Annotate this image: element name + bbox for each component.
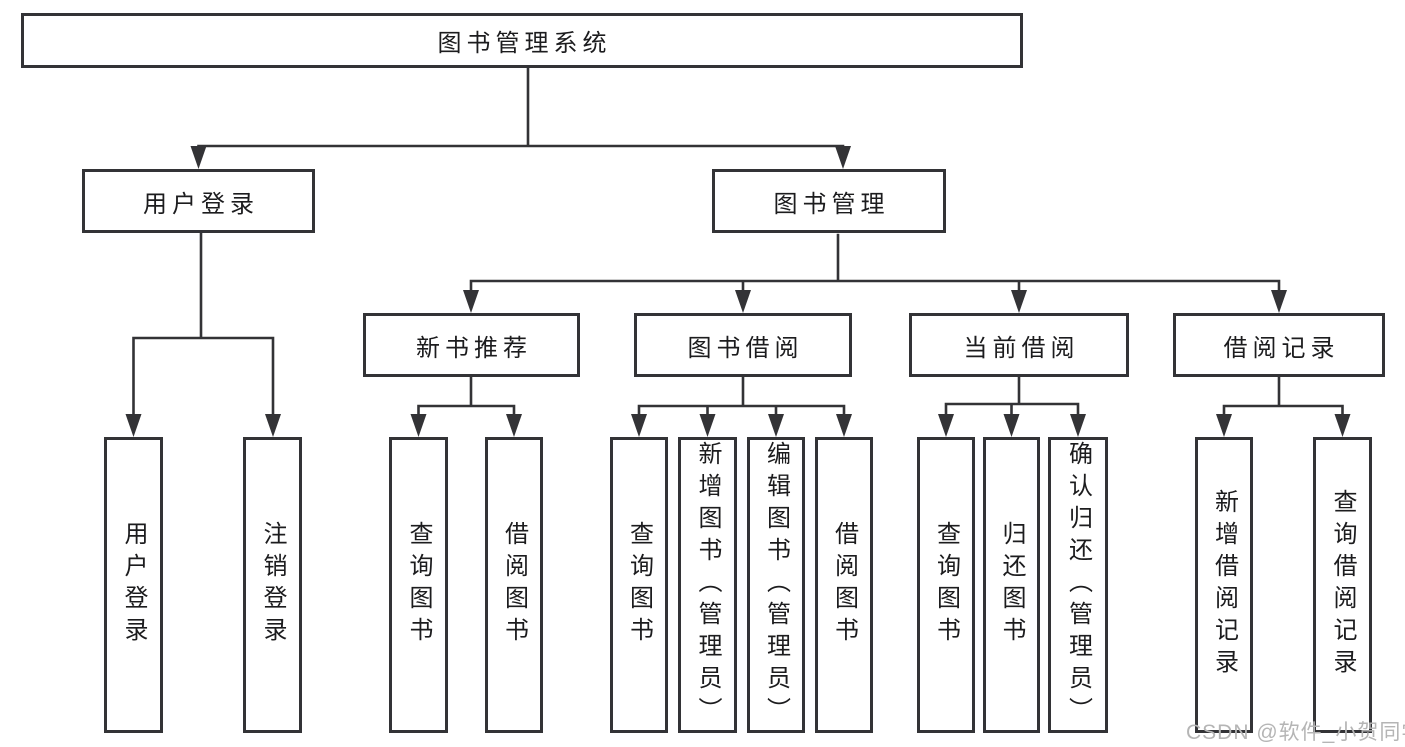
connector-new-book-split (417, 375, 516, 419)
leaf-add-books-admin-label: 新增图书（管理员） (694, 441, 721, 729)
arrow-head (836, 414, 852, 437)
node-borrowing-records: 借阅记录 (1173, 313, 1385, 377)
node-current-borrowing-label: 当前借阅 (963, 334, 1080, 362)
leaf-query-books-recommend-label: 查询图书 (405, 521, 432, 649)
leaf-query-books-borrowing-label: 查询图书 (625, 521, 653, 649)
leaf-confirm-return-admin: 确认归还（管理员） (1048, 437, 1108, 733)
leaf-add-books-admin: 新增图书（管理员） (678, 437, 737, 733)
leaf-query-books-borrowing: 查询图书 (610, 437, 668, 733)
connector-current-borrow-split (944, 375, 1080, 419)
arrow-head (699, 414, 716, 437)
node-book-borrowing-label: 图书借阅 (687, 334, 804, 362)
node-new-book-recommend: 新书推荐 (363, 313, 580, 377)
arrow-head (265, 414, 281, 437)
leaf-borrow-books-recommend-label: 借阅图书 (500, 521, 528, 649)
arrow-head (463, 290, 479, 313)
arrow-head (938, 414, 954, 437)
arrow-head (631, 414, 647, 437)
connector-root-split (197, 66, 845, 148)
arrow-head (1271, 290, 1287, 313)
leaf-user-login: 用户登录 (104, 437, 163, 733)
leaf-query-books-current-label: 查询图书 (932, 521, 960, 649)
arrow-head (1334, 414, 1351, 437)
arrow-head (835, 146, 851, 169)
arrow-head (1216, 414, 1232, 437)
leaf-query-books-recommend: 查询图书 (389, 437, 448, 733)
node-current-borrowing: 当前借阅 (909, 313, 1129, 377)
node-book-management-label: 图书管理 (773, 190, 890, 218)
leaf-add-borrow-record-label: 新增借阅记录 (1210, 489, 1238, 681)
arrow-head (1070, 414, 1086, 437)
connector-book-management-split (469, 233, 1281, 295)
connector-borrow-records-split (1222, 375, 1344, 419)
node-book-management: 图书管理 (712, 169, 946, 233)
leaf-confirm-return-admin-label: 确认归还（管理员） (1064, 441, 1092, 729)
node-user-login-label: 用户登录 (143, 190, 259, 218)
leaf-user-login-label: 用户登录 (120, 521, 147, 649)
node-user-login: 用户登录 (82, 169, 315, 233)
leaf-return-books-label: 归还图书 (998, 521, 1025, 649)
connector-user-login-split (132, 231, 275, 419)
leaf-borrow-books-borrowing: 借阅图书 (815, 437, 873, 733)
arrow-head (506, 414, 522, 437)
arrow-head (125, 414, 142, 437)
arrow-head (735, 290, 751, 313)
leaf-return-books: 归还图书 (983, 437, 1040, 733)
leaf-edit-books-admin-label: 编辑图书（管理员） (762, 441, 790, 729)
leaf-logout-login-label: 注销登录 (259, 521, 286, 649)
arrow-head (190, 146, 207, 169)
arrow-head (1003, 414, 1020, 437)
leaf-edit-books-admin: 编辑图书（管理员） (747, 437, 805, 733)
leaf-borrow-books-recommend: 借阅图书 (485, 437, 543, 733)
leaf-query-borrow-record: 查询借阅记录 (1313, 437, 1372, 733)
node-new-book-recommend-label: 新书推荐 (416, 334, 532, 362)
connector-book-borrow-split (637, 375, 846, 419)
leaf-borrow-books-borrowing-label: 借阅图书 (830, 521, 858, 649)
arrow-head (768, 414, 784, 437)
node-root: 图书管理系统 (21, 13, 1023, 68)
node-borrowing-records-label: 借阅记录 (1223, 334, 1340, 362)
node-book-borrowing: 图书借阅 (634, 313, 852, 377)
leaf-query-books-current: 查询图书 (917, 437, 975, 733)
arrow-head (1011, 290, 1027, 313)
node-root-label: 图书管理系统 (437, 30, 612, 57)
leaf-query-borrow-record-label: 查询借阅记录 (1329, 489, 1356, 681)
arrow-head (410, 414, 427, 437)
leaf-add-borrow-record: 新增借阅记录 (1195, 437, 1253, 733)
arrow-heads (125, 146, 1351, 437)
csdn-watermark: CSDN @软件_小贺同学 (1186, 721, 1405, 744)
leaf-logout-login: 注销登录 (243, 437, 302, 733)
